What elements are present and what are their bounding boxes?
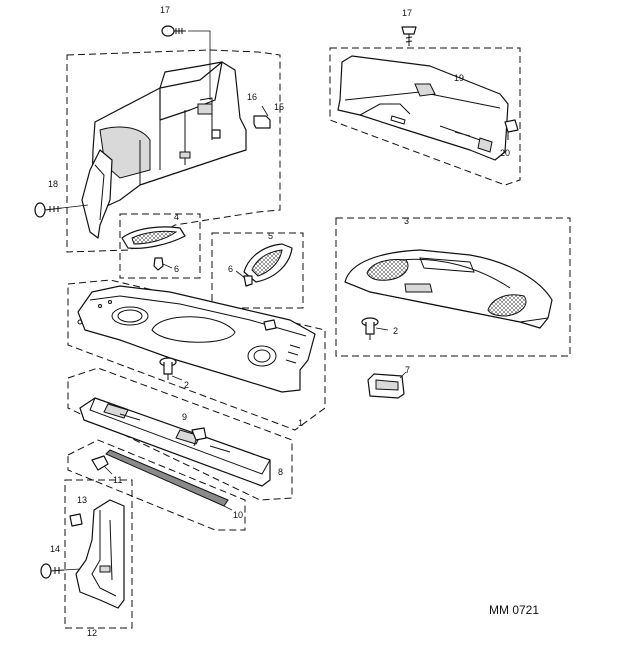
callout-3: 3 xyxy=(404,216,409,226)
callout-17a: 17 xyxy=(160,5,170,15)
group-outline-1 xyxy=(67,279,326,431)
callout-18: 18 xyxy=(48,179,58,189)
callouts: 17 17 19 16 15 20 18 4 6 5 6 3 2 2 7 1 9… xyxy=(48,5,510,638)
callout-7: 7 xyxy=(405,365,410,375)
callout-15: 15 xyxy=(274,102,284,112)
group-outline-3 xyxy=(335,217,571,357)
bolt-14 xyxy=(40,563,81,579)
callout-9: 9 xyxy=(182,412,187,422)
bolt-18 xyxy=(34,202,89,218)
weather-strip-10 xyxy=(105,449,233,511)
shelf-clip xyxy=(263,319,277,331)
callout-17b: 17 xyxy=(402,8,412,18)
callout-4: 4 xyxy=(174,212,179,222)
group-outline-10 xyxy=(67,439,246,531)
group-outline-19 xyxy=(329,47,521,186)
clip-20 xyxy=(504,119,519,140)
callout-6b: 6 xyxy=(228,264,233,274)
clip-16 xyxy=(253,105,271,129)
callout-6a: 6 xyxy=(174,264,179,274)
callout-16: 16 xyxy=(247,92,257,102)
group-outline-12 xyxy=(64,479,133,629)
callout-19: 19 xyxy=(454,73,464,83)
stud-2-left xyxy=(159,357,183,381)
callout-20: 20 xyxy=(500,148,510,158)
group-outline-15 xyxy=(66,49,281,253)
callout-5: 5 xyxy=(268,231,273,241)
group-outlines xyxy=(64,47,571,629)
group-outline-4 xyxy=(119,213,201,279)
callout-13: 13 xyxy=(77,495,87,505)
callout-2b: 2 xyxy=(184,380,189,390)
parcel-shelf-3 xyxy=(344,249,553,329)
callout-11: 11 xyxy=(113,475,122,485)
clip-13 xyxy=(69,513,83,527)
diagram-reference-code: MM 0721 xyxy=(489,603,539,617)
callout-1: 1 xyxy=(298,418,303,428)
callout-10: 10 xyxy=(233,510,243,520)
main-parcel-shelf-1 xyxy=(77,285,316,393)
group-outline-8 xyxy=(67,367,293,501)
callout-2a: 2 xyxy=(393,326,398,336)
finisher-7 xyxy=(367,371,407,399)
speaker-grille-5 xyxy=(235,243,293,287)
fastener-11 xyxy=(91,455,113,475)
screw-17-right xyxy=(401,26,417,46)
group-outline-5 xyxy=(211,232,304,309)
screw-17-left xyxy=(161,25,211,100)
rail-trim-8 xyxy=(79,397,271,487)
parcel-panel-19 xyxy=(337,55,509,161)
callout-8: 8 xyxy=(278,467,283,477)
callout-12: 12 xyxy=(87,628,97,638)
speaker-grille-4 xyxy=(121,226,186,271)
callout-14: 14 xyxy=(50,544,60,554)
side-trim-panel-15 xyxy=(81,61,247,239)
lower-trim-12 xyxy=(75,499,125,609)
clip-9 xyxy=(191,427,207,447)
stud-2-right xyxy=(361,317,389,340)
